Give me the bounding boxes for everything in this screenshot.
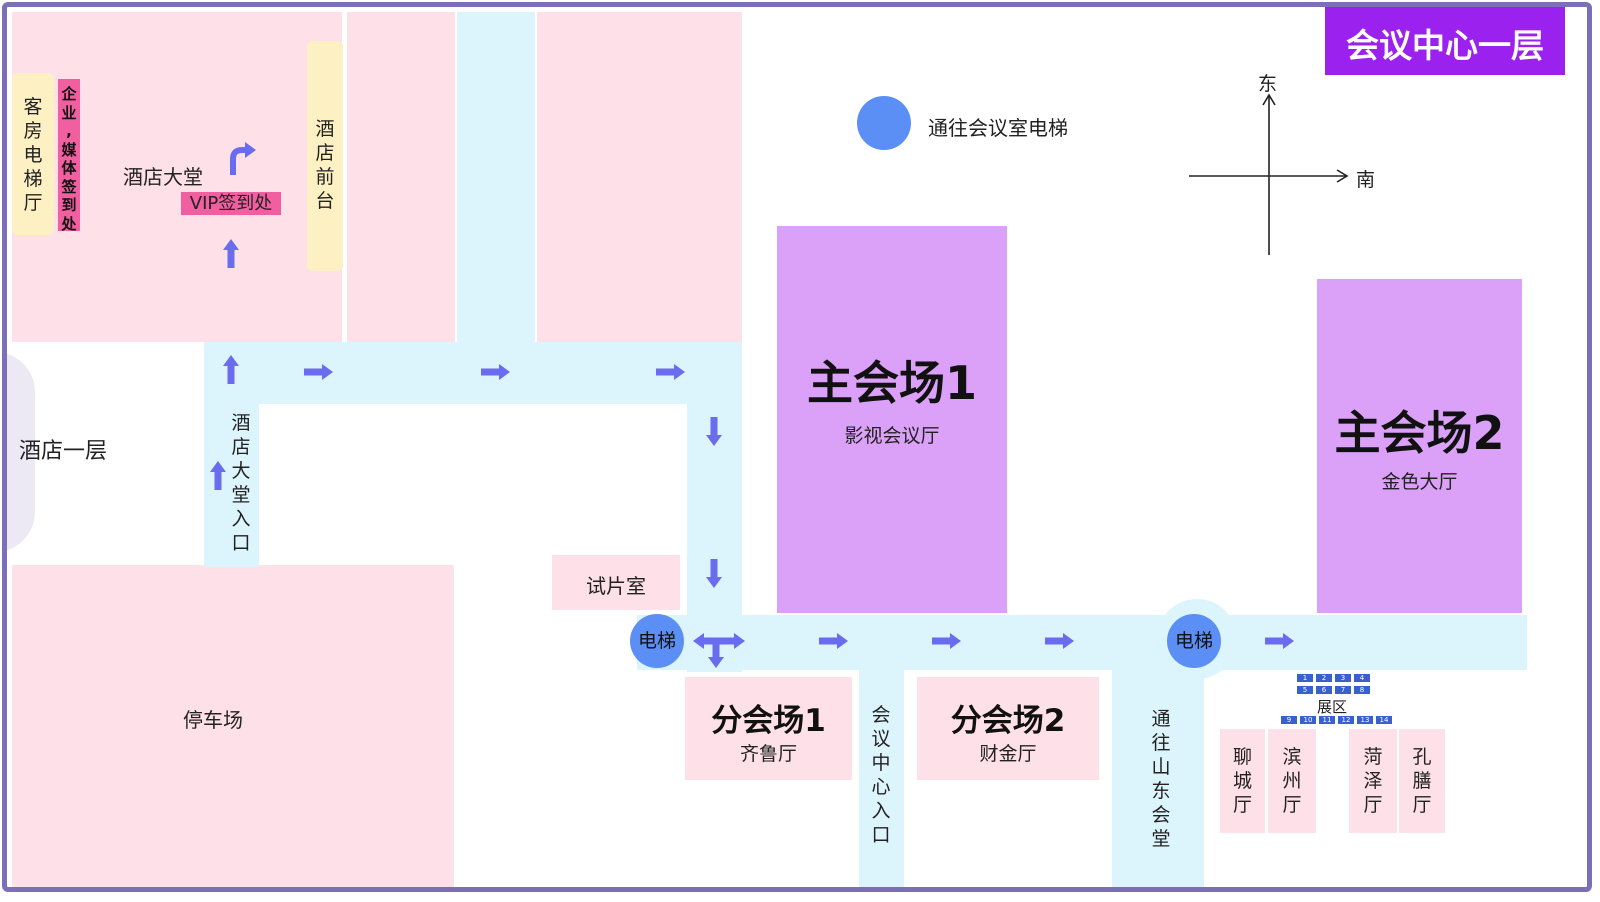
exhibit-booth: 8 — [1354, 686, 1370, 694]
hotel-lobby-label: 酒店大堂 — [123, 165, 203, 189]
block-c — [537, 12, 742, 342]
exhibit-booth: 12 — [1338, 716, 1354, 724]
sub-hall-2 — [917, 677, 1099, 780]
corridor-vertical-top — [457, 12, 535, 347]
arrow-up — [223, 239, 239, 268]
title-badge — [1325, 7, 1565, 75]
front-desk-label: 酒店前台 — [315, 118, 335, 212]
main-hall-2-sub: 金色大厅 — [1381, 471, 1458, 493]
exhibit-booth: 10 — [1300, 716, 1316, 724]
arrow-right — [1045, 633, 1074, 649]
guest-elevator-box — [12, 73, 54, 235]
sub-hall-1 — [685, 677, 852, 780]
elevator-left[interactable]: 电梯 — [630, 614, 684, 668]
sub-hall-1-sub: 齐鲁厅 — [739, 743, 797, 765]
exhibit-label: 展区 — [1317, 698, 1348, 716]
hotel-side-shape — [7, 352, 35, 552]
to-shandong-label: 通往山东会堂 — [1151, 708, 1171, 850]
exhibit-booth: 1 — [1297, 674, 1313, 682]
parking-area — [12, 565, 454, 887]
page-title: 会议中心一层 — [1346, 26, 1544, 65]
arrow-right — [304, 364, 333, 380]
room-binzhou — [1268, 729, 1316, 833]
corridor-center-entrance — [859, 667, 904, 887]
elevator-right[interactable]: 电梯 — [1167, 614, 1221, 668]
arrow-right — [932, 633, 961, 649]
exhibit-booth: 3 — [1335, 674, 1351, 682]
compass-right-label: 南 — [1356, 169, 1376, 191]
lobby-entrance-label: 酒店大堂入口 — [231, 412, 251, 554]
exhibit-booth: 6 — [1316, 686, 1332, 694]
room-heze — [1349, 729, 1397, 833]
parking-label: 停车场 — [183, 708, 243, 732]
arrow-right — [819, 633, 848, 649]
main-hall-1-sub: 影视会议厅 — [844, 425, 940, 447]
room-liaocheng-label: 聊城厅 — [1232, 746, 1252, 816]
turn-right-arrow — [230, 142, 256, 175]
direction-arrows — [210, 142, 1294, 668]
sub-hall-1-name: 分会场1 — [711, 703, 826, 739]
legend-elevator-icon — [857, 96, 911, 150]
exhibit-booth: 13 — [1357, 716, 1373, 724]
exhibit-booth: 2 — [1316, 674, 1332, 682]
arrow-up — [223, 355, 239, 384]
room-binzhou-label: 滨州厅 — [1282, 746, 1302, 816]
exhibit-booth: 14 — [1376, 716, 1392, 724]
corridor-shandong — [1112, 667, 1204, 887]
main-hall-2 — [1317, 279, 1522, 613]
main-hall-1 — [777, 226, 1007, 613]
block-b — [347, 12, 455, 342]
corridor-bottom — [637, 615, 1527, 670]
exhibit-booth: 4 — [1354, 674, 1370, 682]
vip-signin-label: VIP签到处 — [189, 193, 273, 214]
front-desk-box — [307, 41, 343, 271]
screening-room — [552, 555, 680, 610]
room-kongshan-label: 孔膳厅 — [1412, 746, 1432, 816]
sub-hall-2-sub: 财金厅 — [979, 743, 1037, 765]
arrow-up — [210, 461, 226, 490]
arrow-right — [1265, 633, 1294, 649]
exhibit-booth: 9 — [1281, 716, 1297, 724]
room-heze-label: 菏泽厅 — [1363, 746, 1383, 816]
main-hall-1-name: 主会场1 — [806, 356, 977, 410]
compass-up-label: 东 — [1258, 73, 1278, 95]
exhibit-booth: 7 — [1335, 686, 1351, 694]
room-liaocheng — [1220, 729, 1265, 833]
arrow-right — [656, 364, 685, 380]
compass — [1189, 93, 1349, 255]
room-kongshan — [1399, 729, 1445, 833]
arrow-right — [481, 364, 510, 380]
main-hall-2-name: 主会场2 — [1334, 406, 1505, 460]
hotel-floor1-label: 酒店一层 — [19, 439, 108, 464]
screening-label: 试片室 — [586, 574, 646, 598]
center-entrance-label: 会议中心入口 — [871, 704, 891, 846]
vip-signin-box — [181, 192, 281, 215]
exhibit-booth: 5 — [1297, 686, 1313, 694]
legend-elevator-label: 通往会议室电梯 — [928, 116, 1068, 140]
sub-hall-2-name: 分会场2 — [950, 703, 1066, 739]
exhibit-booth: 11 — [1319, 716, 1335, 724]
media-signin-box — [58, 79, 80, 231]
corridor-horizontal-top — [204, 342, 742, 404]
arrow-right — [716, 633, 745, 649]
arrow-down — [706, 559, 722, 588]
media-signin-label: 企业,媒体签到处 — [61, 85, 77, 233]
arrow-down — [706, 417, 722, 446]
guest-elevator-label: 客房电梯厅 — [23, 96, 43, 214]
